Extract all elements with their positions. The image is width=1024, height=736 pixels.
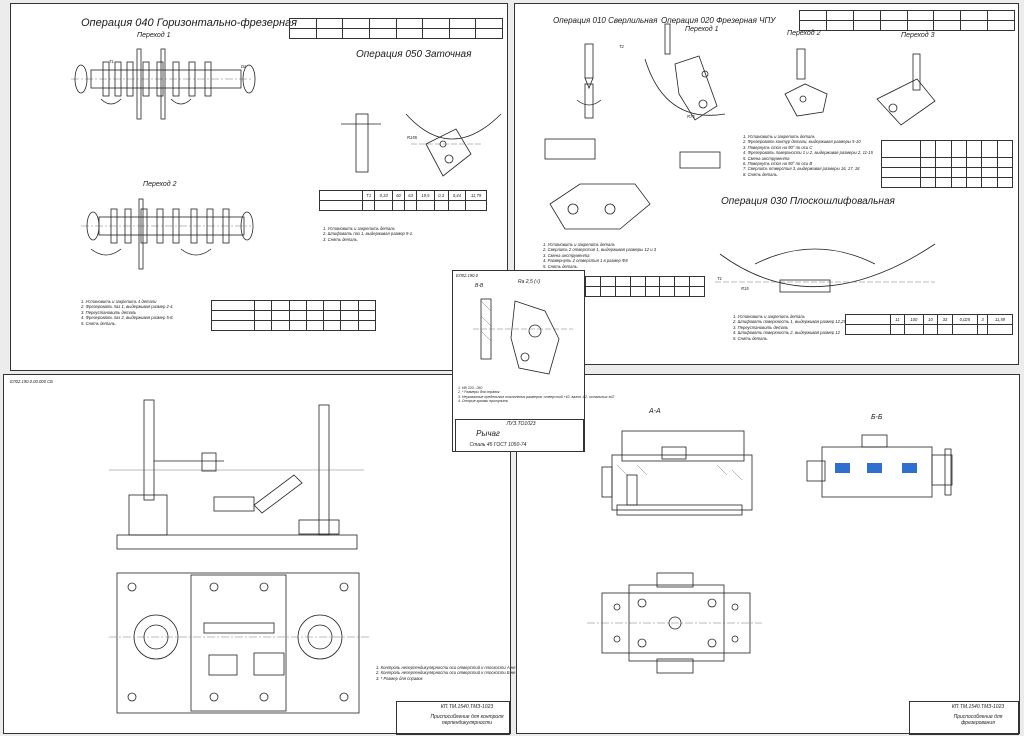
label-perehod-2-020: Переход 2 [787, 30, 821, 37]
stamp-lever: ЛУЗ.ТО1023 Рычаг Сталь 45 ГОСТ 1050-74 [455, 419, 584, 452]
sheet2-corner-stamp [799, 10, 1015, 31]
label-t2: Т2 [619, 44, 624, 49]
label-perehod-1: Переход 1 [137, 32, 171, 39]
label-perehod-1-020: Переход 1 [685, 26, 719, 33]
label-r155: R155 [407, 135, 418, 140]
sheet-operation-010-030[interactable]: Операция 010 Сверлильная Операция 020 Фр… [514, 3, 1019, 365]
sheet-part-lever[interactable]: ЕЛ02.190.0 В-В Ra 2,5 (√) 1. НВ 220...26… [452, 270, 614, 452]
drawing-lever [473, 298, 573, 375]
label-perehod-2: Переход 2 [143, 181, 177, 188]
label-section-aa: А-А [649, 408, 661, 415]
roughness-mark: Ra 2,5 (√) [518, 279, 541, 285]
sheet1-corner-stamp [289, 18, 503, 39]
steps-operation-010: 1. Установить и закрепить деталь 2. Свер… [543, 242, 657, 269]
label-r75: R75 [687, 114, 695, 119]
part-name-lever: Рычаг [476, 429, 500, 438]
drawing-operation-040 [71, 48, 502, 270]
label-section-bb: Б-Б [871, 414, 883, 421]
label-dg: Dг [241, 64, 247, 69]
steps-operation-040: 1. Установить и закрепить 4 детали 2. Фр… [81, 299, 174, 326]
label-section-vv: В-В [475, 283, 484, 289]
notes-control-fixture: 1. Контроль неперпендикулярности оси отв… [376, 665, 545, 681]
sheet-operation-040-050[interactable]: Операция 040 Горизонтально-фрезерная Пер… [10, 3, 508, 371]
heading-operation-010: Операция 010 Сверлильная [553, 16, 658, 25]
label-r15: R15 [741, 286, 749, 291]
drawing-control-fixture [109, 399, 369, 714]
sheet3-code: ЕЛ02.190.0 [456, 273, 478, 278]
heading-operation-050: Операция 050 Заточная [356, 49, 472, 60]
steps-operation-050: 1. Установить и закрепить деталь 2. Шлиф… [323, 226, 414, 242]
stamp-control-fixture: КП.ТМ.1540.ТМЗ-1023 Приспособление для к… [396, 701, 510, 735]
heading-operation-030: Операция 030 Плоскошлифовальная [721, 196, 895, 207]
label-perehod-3-020: Переход 3 [901, 32, 935, 39]
sheet4-code: ЕЛ02.190.0.00.000 СБ [10, 379, 53, 384]
label-t1: Т1 [109, 59, 114, 64]
steps-operation-030: 1. Установить и закрепить деталь 2. Шлиф… [733, 314, 846, 341]
heading-operation-040: Операция 040 Горизонтально-фрезерная [81, 17, 298, 29]
sheet-control-fixture[interactable]: ЕЛ02.190.0.00.000 СБ 1. Контроль непе [3, 374, 544, 735]
label-t1-030: Т1 [717, 276, 722, 281]
drawing-milling-fixture [587, 430, 953, 674]
stamp-milling-fixture: КП.ТМ.1540.ТМЗ-1023 Приспособление для ф… [909, 701, 1019, 735]
table-operation-040 [211, 300, 377, 331]
steps-operation-020: 1. Установить и закрепить деталь 2. Фрез… [743, 134, 873, 177]
drawing-operation-010-020 [544, 23, 936, 293]
sheet-milling-fixture[interactable]: А-А Б-Б КП.ТМ.1540.ТМЗ- [516, 374, 1020, 735]
notes-lever: 1. НВ 220...260 2. * Размеры для справок… [458, 386, 615, 404]
table-operation-010 [585, 276, 705, 297]
heading-operation-020: Операция 020 Фрезерная ЧПУ [661, 16, 776, 25]
table-operation-020 [881, 140, 1014, 188]
